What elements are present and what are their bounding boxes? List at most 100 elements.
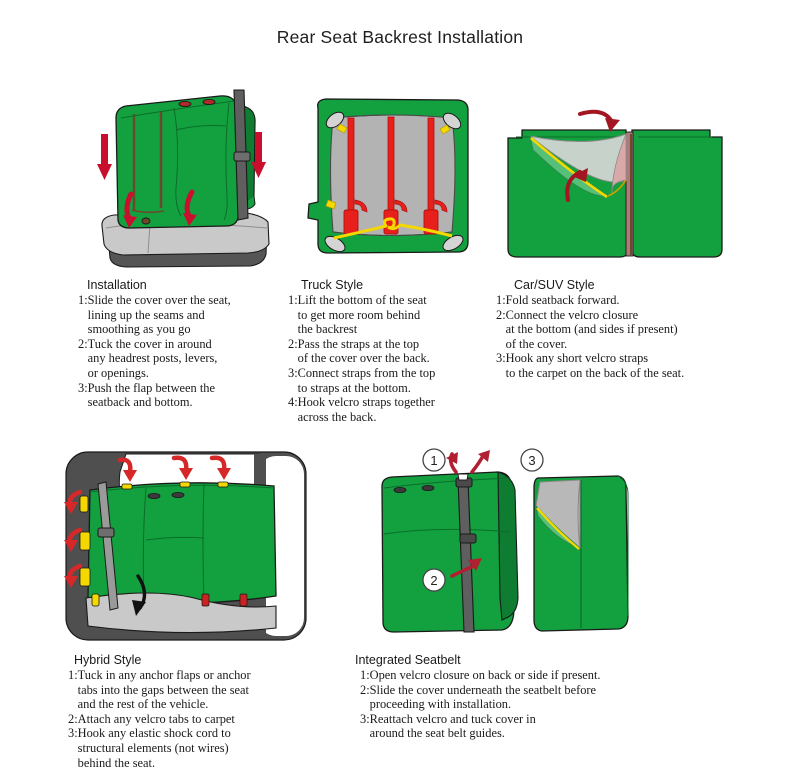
- callout-two-label: 2: [430, 573, 437, 588]
- step-item: 1:Fold seatback forward.: [496, 293, 620, 307]
- integrated-seatbelt-text-block: Integrated Seatbelt 1:Open velcro closur…: [355, 653, 655, 741]
- strap-right: [423, 117, 448, 235]
- anchor-knob: [141, 217, 151, 225]
- cover-contour-a: [173, 107, 182, 217]
- anchor-tab-left-2: [79, 531, 91, 551]
- velcro-opening: [457, 473, 469, 481]
- clip-top-right: [439, 124, 451, 135]
- truck-style-heading: Truck Style: [301, 278, 364, 292]
- corner-tab-bottom-left: [324, 235, 346, 253]
- headrest-hole-right: [171, 492, 185, 499]
- anchor-tab-top-1: [121, 483, 133, 490]
- integrated-seatbelt-heading: Integrated Seatbelt: [355, 653, 461, 667]
- step-item: 3:Reattach velcro and tuck cover in arou…: [360, 711, 536, 741]
- truck-style-steps: 1:Lift the bottom of the seat to get mor…: [288, 293, 488, 424]
- integrated-seatbelt-figure: 1 2 3: [370, 448, 645, 643]
- tuck-arrow-left-icon: [123, 191, 137, 228]
- installation-steps: 1:Slide the cover over the seat, lining …: [78, 293, 293, 410]
- hook-arrow-left-1-icon: [64, 489, 83, 514]
- clip-bottom-2: [239, 593, 248, 607]
- page-title: Rear Seat Backrest Installation: [276, 27, 524, 47]
- anchor-tab-left-1: [79, 495, 89, 513]
- callout-one: 1: [422, 448, 446, 472]
- anchor-tab-left-3: [79, 567, 91, 587]
- step-item: 2:Connect the velcro closure at the bott…: [496, 307, 678, 351]
- cover-seam-bottom: [131, 209, 165, 214]
- seatbelt-guide: [97, 527, 115, 538]
- step-item: 4: Hook velcro straps together across th…: [288, 395, 435, 424]
- flap-yellow-edge: [536, 507, 580, 550]
- car-suv-style-heading: Car/SUV Style: [514, 278, 595, 292]
- cover-contour-c: [175, 125, 227, 131]
- hybrid-style-text-block: Hybrid Style 1:Tuck in any anchor flaps …: [68, 653, 328, 770]
- step-item: 2:Pass the straps at the top of the cove…: [288, 336, 430, 366]
- flap-edge-tip: [607, 179, 627, 197]
- truck-style-text-block: Truck Style 1:Lift the bottom of the sea…: [288, 278, 488, 424]
- step-item: 2:Attach any velcro tabs to carpet: [68, 711, 235, 726]
- hook-arrow-top-2-icon: [171, 455, 193, 480]
- flap-fold-line: [577, 479, 581, 549]
- down-arrow-left-icon: [97, 134, 112, 180]
- open-arrow-left-icon: [446, 452, 458, 474]
- headrest-hole-left: [393, 487, 407, 494]
- cover-body-left: [381, 471, 515, 633]
- seatbelt-guide: [233, 151, 251, 162]
- installation-text-block: Installation 1:Slide the cover over the …: [78, 278, 293, 410]
- cover-right-edge: [617, 475, 629, 616]
- headrest-hole-left: [178, 100, 192, 108]
- down-arrow-right-icon: [251, 132, 266, 178]
- anchor-tab-bottom: [91, 593, 100, 607]
- step-item: 3:Connect straps from the top to straps …: [288, 365, 436, 395]
- installation-heading: Installation: [87, 278, 147, 292]
- clip-left-side: [325, 199, 337, 210]
- car-suv-style-figure: [500, 109, 732, 265]
- step-item: 3:Hook any elastic shock cord to structu…: [68, 726, 231, 770]
- hybrid-style-heading: Hybrid Style: [74, 653, 142, 667]
- bench-seam-center: [202, 483, 205, 605]
- headrest-hole-right: [202, 98, 216, 106]
- hybrid-style-steps: 1:Tuck in any anchor flaps or anchor tab…: [68, 668, 328, 770]
- step-item: 1:Open velcro closure on back or side if…: [360, 668, 601, 682]
- headrest-hole-right: [421, 485, 435, 492]
- hook-arrow-top-1-icon: [117, 457, 137, 482]
- tuck-arrow-right-icon: [183, 189, 197, 226]
- integrated-seatbelt-steps: 1:Open velcro closure on back or side if…: [355, 668, 655, 741]
- bench-contour: [145, 536, 205, 541]
- tuck-arrow-icon: [132, 574, 147, 616]
- cover-top-edge: [383, 477, 511, 489]
- cushion-split: [147, 223, 151, 254]
- slide-arrow-icon: [450, 558, 482, 578]
- shock-cord: [333, 223, 453, 240]
- installation-figure: [88, 68, 293, 273]
- panel-top-edge: [332, 114, 453, 119]
- hook-arrow-left-2-icon: [64, 527, 83, 552]
- seatbelt-mid-guide: [459, 533, 477, 544]
- step-item: 2:Slide the cover underneath the seatbel…: [360, 682, 597, 712]
- corner-tab-top-right: [442, 112, 462, 130]
- corner-tab-top-left: [325, 111, 345, 129]
- cover-top-edge-line: [120, 100, 235, 119]
- velcro-arrow-icon: [565, 168, 588, 202]
- seatback-right: [631, 129, 723, 258]
- corner-tab-bottom-right: [442, 234, 464, 252]
- step-item: 2:Tuck the cover in around any headrest …: [78, 336, 218, 380]
- clip-top-left: [336, 123, 348, 134]
- open-arrow-right-icon: [470, 450, 490, 474]
- step-item: 1:Tuck in any anchor flaps or anchor tab…: [68, 668, 251, 712]
- hybrid-style-figure: [62, 448, 312, 643]
- callout-one-label: 1: [430, 453, 437, 468]
- callout-three: 3: [520, 448, 544, 472]
- headrest-hole-left: [147, 493, 161, 500]
- flap-yellow-edge: [530, 137, 608, 199]
- clip-bottom-1: [201, 593, 210, 607]
- cover-side-fold: [497, 471, 519, 621]
- step-item: 3:Push the flap between the seatback and…: [78, 380, 215, 410]
- car-suv-style-steps: 1:Fold seatback forward. 2:Connect the v…: [496, 293, 746, 381]
- callout-three-label: 3: [528, 453, 535, 468]
- center-split: [625, 131, 634, 257]
- cover-contour-b: [223, 102, 230, 221]
- anchor-tab-top-2: [179, 481, 191, 488]
- step-item: 3:Hook any short velcro straps to the ca…: [496, 351, 685, 380]
- fold-arrow-top-icon: [578, 109, 620, 132]
